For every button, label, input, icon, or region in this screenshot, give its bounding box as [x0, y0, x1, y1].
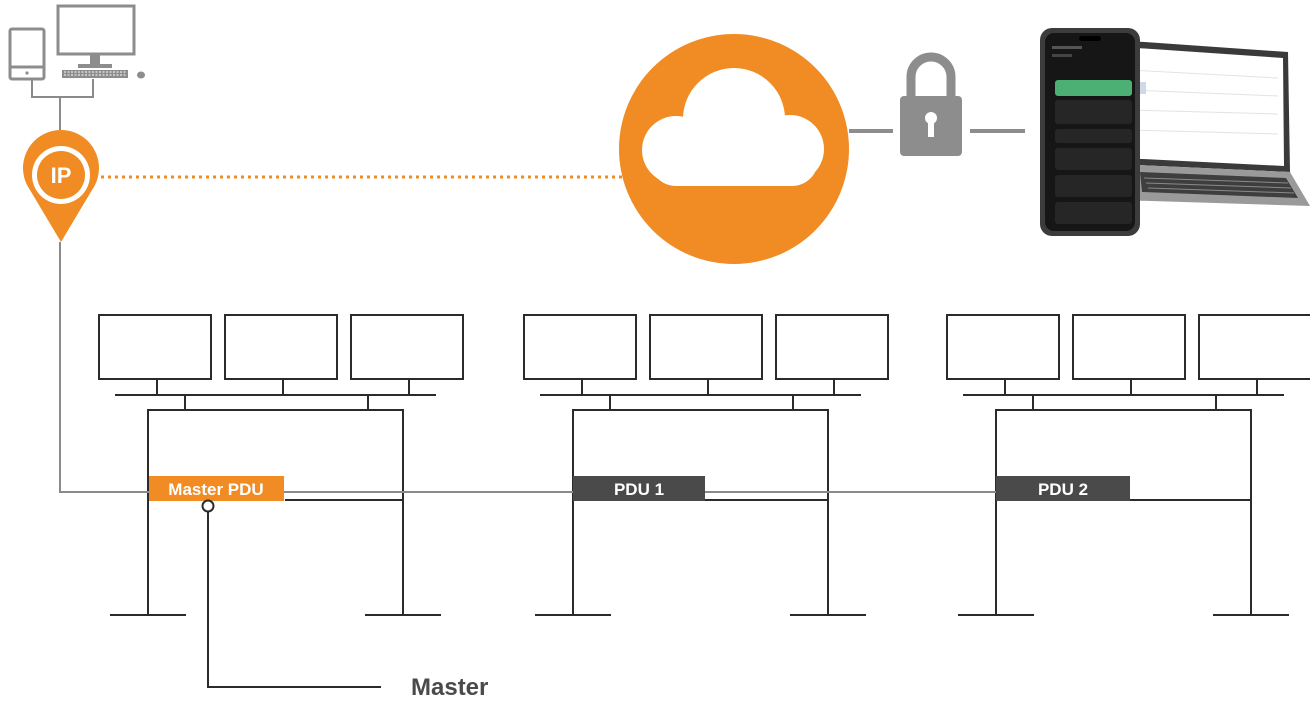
- desktop-icon: [56, 4, 145, 79]
- pdu-master: Master PDU: [149, 476, 284, 501]
- pdu-1: PDU 1: [573, 476, 705, 501]
- pdu-master-label: Master PDU: [168, 480, 263, 499]
- master-callout-label: Master: [411, 674, 488, 701]
- rack-group-1: [98, 314, 464, 616]
- smartphone-icon: [1040, 28, 1140, 236]
- client-connector: [31, 79, 94, 130]
- pdu-2: PDU 2: [996, 476, 1130, 501]
- pdu-1-label: PDU 1: [614, 480, 664, 499]
- ip-marker: IP: [23, 130, 100, 242]
- rack-group-2: [523, 314, 889, 616]
- master-callout: Master: [201, 499, 488, 701]
- ip-label: IP: [51, 163, 72, 188]
- cloud-icon: [619, 34, 849, 264]
- tablet-icon: [8, 27, 46, 81]
- rack-group-3: [946, 314, 1310, 616]
- laptop-icon: [1116, 40, 1310, 206]
- lock-icon: [900, 52, 962, 156]
- pdu-2-label: PDU 2: [1038, 480, 1088, 499]
- ip-to-master-cable: [59, 242, 150, 493]
